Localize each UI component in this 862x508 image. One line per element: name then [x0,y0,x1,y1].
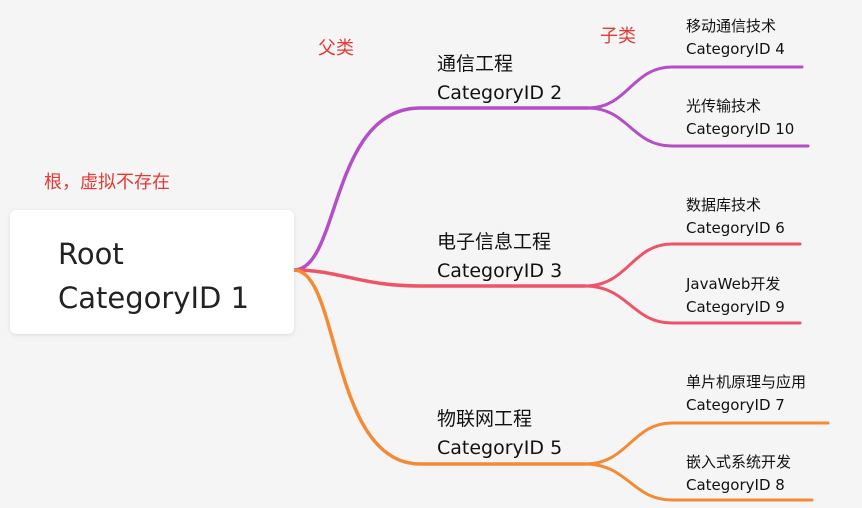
child-node-name: 单片机原理与应用 [686,373,807,391]
root-id: CategoryID 1 [58,281,250,315]
child-node-id: CategoryID 9 [686,298,785,316]
child-node-2-1[interactable]: 嵌入式系统开发 CategoryID 8 [686,451,791,497]
child-node-1-1[interactable]: JavaWeb开发 CategoryID 9 [686,273,785,319]
parent-annotation: 父类 [318,38,354,59]
parent-node-name: 通信工程 [437,53,514,75]
child-node-0-1[interactable]: 光传输技术 CategoryID 10 [686,95,794,141]
child-node-1-0[interactable]: 数据库技术 CategoryID 6 [686,194,785,240]
link-branch-0-child-0 [586,65,804,110]
parent-node-id: CategoryID 3 [437,260,563,282]
root-annotation: 根，虚拟不存在 [44,172,170,193]
root-node-text: Root CategoryID 1 [58,232,249,320]
child-node-id: CategoryID 6 [686,219,785,237]
child-node-0-0[interactable]: 移动通信技术 CategoryID 4 [686,15,785,61]
child-node-name: JavaWeb开发 [686,275,781,293]
child-node-2-0[interactable]: 单片机原理与应用 CategoryID 7 [686,371,806,417]
child-node-name: 移动通信技术 [686,17,777,35]
link-branch-0-child-1 [586,106,810,148]
link-branch-1-child-0 [583,242,802,288]
child-node-id: CategoryID 4 [686,40,785,58]
parent-node-0[interactable]: 通信工程 CategoryID 2 [437,50,562,108]
link-branch-2-child-1 [583,462,814,502]
child-node-name: 数据库技术 [686,196,762,214]
child-node-name: 光传输技术 [686,97,762,115]
parent-node-id: CategoryID 2 [437,82,563,104]
parent-node-name: 电子信息工程 [437,231,552,253]
parent-node-name: 物联网工程 [437,408,533,430]
root-name: Root [58,237,124,271]
child-node-id: CategoryID 8 [686,476,785,494]
link-branch-2-child-0 [583,421,830,466]
link-root-branch-0 [292,106,590,272]
parent-node-2[interactable]: 物联网工程 CategoryID 5 [437,405,562,463]
link-root-branch-2 [292,268,587,466]
parent-node-id: CategoryID 5 [437,437,563,459]
parent-node-1[interactable]: 电子信息工程 CategoryID 3 [437,228,562,286]
root-node[interactable]: Root CategoryID 1 [10,210,294,334]
child-node-id: CategoryID 7 [686,396,785,414]
link-branch-1-child-1 [583,284,802,325]
child-annotation: 子类 [600,26,636,47]
child-node-name: 嵌入式系统开发 [686,453,792,471]
child-node-id: CategoryID 10 [686,120,795,138]
link-root-branch-1 [292,268,587,288]
